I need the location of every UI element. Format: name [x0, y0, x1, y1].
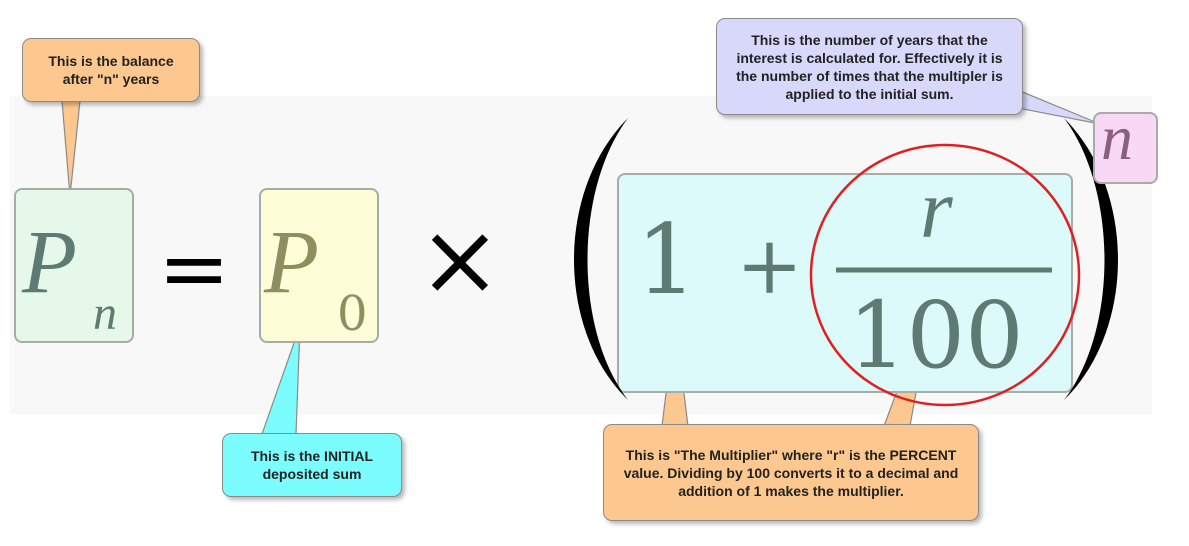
pn-box	[14, 188, 134, 343]
one-digit: 1	[636, 204, 698, 316]
highlight-circle	[809, 143, 1081, 407]
p0-symbol: P	[264, 213, 319, 312]
right-parenthesis	[1064, 118, 1118, 400]
balance-callout: This is the balance after "n" years	[22, 38, 200, 102]
left-parenthesis	[574, 118, 628, 400]
balance-callout-text: This is the balance after "n" years	[48, 53, 174, 87]
times-sign: ×	[418, 201, 502, 318]
multiplier-callout: This is "The Multiplier" where "r" is th…	[603, 424, 979, 521]
multiplier-callout-text: This is "The Multiplier" where "r" is th…	[623, 446, 959, 499]
numerator-r: r	[920, 163, 953, 256]
pn-symbol: P	[22, 213, 77, 312]
p0-box	[259, 188, 379, 343]
plus-sign: +	[736, 219, 804, 312]
p0-subscript: 0	[337, 286, 368, 342]
multiplier-box	[617, 173, 1073, 393]
years-callout-text: This is the number of years that the int…	[736, 31, 1003, 102]
exponent-n: n	[1101, 102, 1133, 173]
initial-callout: This is the INITIAL deposited sum	[222, 433, 402, 497]
pn-subscript: n	[93, 287, 117, 340]
exponent-box	[1093, 112, 1158, 184]
initial-callout-text: This is the INITIAL deposited sum	[250, 448, 374, 482]
equals-sign: =	[158, 219, 231, 319]
denominator-100: 100	[848, 282, 1024, 389]
years-callout: This is the number of years that the int…	[716, 18, 1023, 115]
